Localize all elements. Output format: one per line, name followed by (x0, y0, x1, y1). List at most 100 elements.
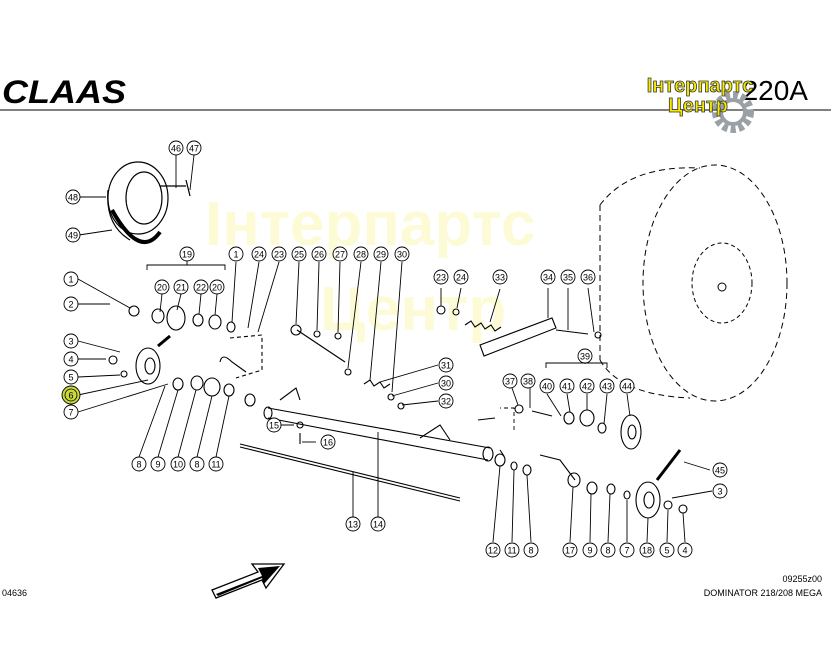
callout-label-44: 44 (622, 382, 632, 392)
interparts-line2: Центр (668, 95, 728, 117)
callout-label-15: 15 (269, 421, 279, 431)
callout-circle-4 (677, 542, 693, 558)
callout-circle-1 (63, 271, 79, 287)
callout-label-38: 38 (523, 377, 533, 387)
callout-label-6: 6 (68, 391, 73, 401)
callout-circle-31 (438, 357, 454, 373)
callout-circle-21 (173, 279, 189, 295)
callout-circle-26 (311, 246, 327, 262)
interparts-logo: Інтерпартс Центр (646, 75, 754, 133)
callout-label-16: 16 (323, 438, 333, 448)
drum-hub (717, 282, 727, 292)
callout-circle-13 (345, 516, 361, 532)
callout-label-3: 3 (68, 337, 73, 347)
right-code: 09255z00 (782, 574, 822, 584)
gear-icon (712, 91, 754, 133)
callout-label-5: 5 (664, 546, 669, 556)
callout-label-30: 30 (441, 379, 451, 389)
pulley-48 (107, 161, 191, 244)
callout-label-8: 8 (528, 546, 533, 556)
page-code: 220A (743, 75, 809, 106)
callout-label-33: 33 (495, 273, 505, 283)
callout-label-7: 7 (624, 546, 629, 556)
callout-label-12: 12 (488, 546, 498, 556)
callout-label-19: 19 (182, 250, 192, 260)
callout-circle-25 (291, 246, 307, 262)
left-drive-parts (108, 305, 263, 407)
callout-circle-48 (65, 189, 81, 205)
callout-circle-46 (168, 140, 184, 156)
callout-label-34: 34 (543, 273, 553, 283)
callout-label-41: 41 (562, 382, 572, 392)
upper-rods (290, 324, 405, 410)
callout-circle-7 (63, 404, 79, 420)
callout-label-28: 28 (356, 250, 366, 260)
callout-label-39: 39 (580, 352, 590, 362)
callout-label-20: 20 (157, 283, 167, 293)
callout-circle-16 (320, 434, 336, 450)
callout-circle-23 (271, 246, 287, 262)
callout-circle-33 (492, 269, 508, 285)
left-code: 04636 (2, 588, 27, 598)
callout-circle-3 (63, 333, 79, 349)
callout-label-20: 20 (212, 283, 222, 293)
callout-circle-17 (562, 542, 578, 558)
callout-label-24: 24 (456, 273, 466, 283)
callout-highlight-ring (64, 388, 78, 402)
callout-circle-8 (523, 542, 539, 558)
callout-circle-20 (209, 279, 225, 295)
callout-label-40: 40 (542, 382, 552, 392)
callout-label-27: 27 (335, 250, 345, 260)
callout-circle-9 (582, 542, 598, 558)
callout-label-46: 46 (171, 144, 181, 154)
right-drive-parts (494, 404, 688, 519)
callout-circle-11 (208, 456, 224, 472)
callout-label-17: 17 (565, 546, 575, 556)
interparts-line1: Інтерпартс (647, 75, 754, 97)
callout-label-48: 48 (68, 193, 78, 203)
footer: 04636 09255z00 DOMINATOR 218/208 MEGA (2, 574, 822, 598)
callout-label-10: 10 (173, 460, 183, 470)
callout-circle-32 (438, 393, 454, 409)
callout-circle-19 (179, 246, 195, 262)
callout-circle-1 (228, 246, 244, 262)
callout-label-30: 30 (397, 250, 407, 260)
callout-circle-3 (712, 483, 728, 499)
callout-label-11: 11 (211, 460, 220, 470)
callout-circle-30 (438, 375, 454, 391)
callout-label-24: 24 (254, 250, 264, 260)
callout-circle-40 (539, 378, 555, 394)
leader-lines (77, 154, 713, 543)
callout-label-5: 5 (68, 373, 73, 383)
callout-circle-24 (453, 269, 469, 285)
callout-label-8: 8 (136, 460, 141, 470)
callout-label-26: 26 (314, 250, 324, 260)
callout-circle-44 (619, 378, 635, 394)
callout-circle-8 (600, 542, 616, 558)
callout-label-11: 11 (507, 546, 516, 556)
callout-circle-41 (559, 378, 575, 394)
callout-label-22: 22 (196, 283, 206, 293)
callout-circle-45 (712, 462, 728, 478)
callout-label-23: 23 (274, 250, 284, 260)
callout-circle-39 (577, 348, 593, 364)
callout-circle-28 (353, 246, 369, 262)
callout-circle-14 (370, 516, 386, 532)
callout-label-7: 7 (68, 408, 73, 418)
callout-circle-27 (332, 246, 348, 262)
watermark-background: Інтерпартс Центр (205, 190, 535, 344)
callout-label-4: 4 (68, 355, 73, 365)
callout-label-47: 47 (189, 144, 199, 154)
callout-label-2: 2 (68, 300, 73, 310)
callout-circle-24 (251, 246, 267, 262)
callout-circle-12 (485, 542, 501, 558)
callout-label-36: 36 (583, 273, 593, 283)
callout-label-21: 21 (176, 283, 186, 293)
callout-label-8: 8 (194, 460, 199, 470)
callout-circle-47 (186, 140, 202, 156)
callout-label-13: 13 (348, 520, 358, 530)
callout-circle-18 (639, 542, 655, 558)
callout-circle-29 (373, 246, 389, 262)
